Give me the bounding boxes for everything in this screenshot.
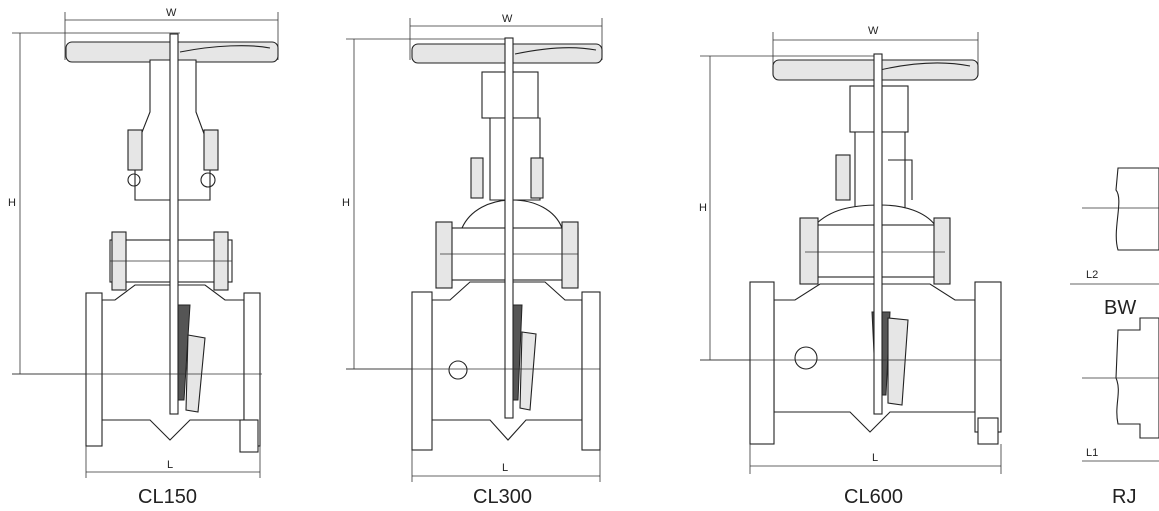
valve-view-cl600: W H L C (699, 25, 1002, 508)
yoke (489, 117, 541, 201)
bw-caption: BW (1104, 297, 1136, 319)
rj-caption: RJ (1112, 486, 1136, 508)
dimension-l: L (85, 446, 261, 478)
dimension-w-label: W (868, 25, 879, 37)
valve-view-cl300: W H L C (342, 13, 603, 508)
dimension-l-label: L (167, 459, 173, 471)
dimension-h-label: H (8, 197, 16, 209)
dimension-l-label: L (872, 452, 878, 464)
valve-view-cl150: W H (8, 7, 279, 508)
stem (504, 37, 514, 419)
left-flange (749, 281, 775, 445)
right-flange (974, 281, 1002, 433)
dimension-w-label: W (502, 13, 513, 25)
view-caption: CL600 (844, 486, 903, 508)
stem (169, 33, 179, 415)
dimension-h-label: H (699, 202, 707, 214)
dimension-l: L (749, 444, 1002, 474)
view-caption: CL150 (138, 486, 197, 508)
dimension-w-label: W (166, 7, 177, 19)
dimension-l: L (411, 450, 601, 482)
end-detail-bw: L2 BW (1070, 167, 1159, 319)
right-flange (581, 291, 601, 451)
view-caption: CL300 (473, 486, 532, 508)
stem (873, 53, 883, 415)
rj-dimension-label: L1 (1086, 447, 1098, 459)
dimension-l-label: L (502, 462, 508, 474)
left-flange (85, 292, 103, 447)
left-flange (411, 291, 433, 451)
bw-dimension-label: L2 (1086, 269, 1098, 281)
end-detail-rj: L1 RJ (1082, 317, 1159, 508)
dimension-h-label: H (342, 197, 350, 209)
